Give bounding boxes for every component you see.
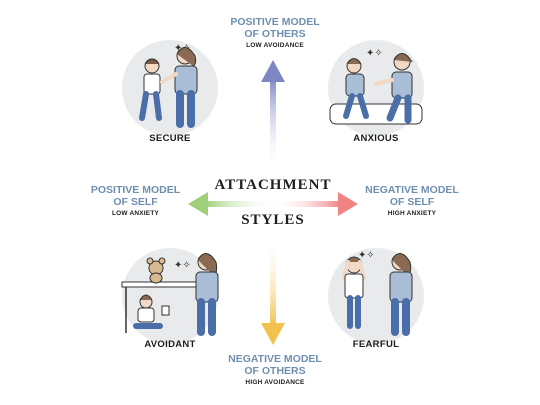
arrow-down: [261, 235, 285, 345]
right-title-line1: NEGATIVE MODEL: [365, 184, 459, 196]
top-title-line1: POSITIVE MODEL: [230, 16, 320, 28]
center-title-line2: STYLES: [241, 212, 305, 228]
arrow-up: [261, 60, 285, 170]
right-label: NEGATIVE MODEL OF SELF HIGH ANXIETY: [352, 184, 472, 218]
left-label: POSITIVE MODEL OF SELF LOW ANXIETY: [78, 184, 193, 218]
top-label: POSITIVE MODEL OF OTHERS LOW AVOIDANCE: [205, 16, 345, 50]
avoidant-illustration: ✦✧: [121, 248, 219, 344]
top-title-line2: OF OTHERS: [244, 28, 306, 41]
bottom-title-line2: OF OTHERS: [244, 365, 306, 378]
anxious-illustration: ✦✧: [328, 40, 424, 136]
right-sub: HIGH ANXIETY: [387, 210, 437, 218]
left-title-line2: OF SELF: [113, 196, 158, 209]
center-title-line1: ATTACHMENT: [214, 177, 332, 193]
bottom-label: NEGATIVE MODEL OF OTHERS HIGH AVOIDANCE: [205, 353, 345, 387]
bottom-sub: HIGH AVOIDANCE: [245, 379, 305, 387]
left-title-line1: POSITIVE MODEL: [90, 184, 181, 196]
secure-illustration: ✦✧: [122, 40, 218, 136]
svg-text:✦✧: ✦✧: [358, 250, 375, 261]
right-title-line2: OF SELF: [389, 196, 435, 209]
fearful-illustration: ✦✧: [328, 248, 424, 344]
fearful-label: FEARFUL: [352, 339, 400, 350]
anxious-label: ANXIOUS: [353, 133, 399, 144]
arrow-left: [188, 192, 275, 216]
secure-label: SECURE: [149, 133, 191, 144]
svg-text:✦✧: ✦✧: [366, 48, 383, 59]
svg-text:✦✧: ✦✧: [174, 260, 191, 271]
arrow-right: [272, 192, 358, 216]
top-sub: LOW AVOIDANCE: [246, 42, 304, 50]
avoidant-label: AVOIDANT: [144, 339, 196, 350]
left-sub: LOW ANXIETY: [111, 210, 160, 218]
bottom-title-line1: NEGATIVE MODEL: [228, 353, 322, 365]
